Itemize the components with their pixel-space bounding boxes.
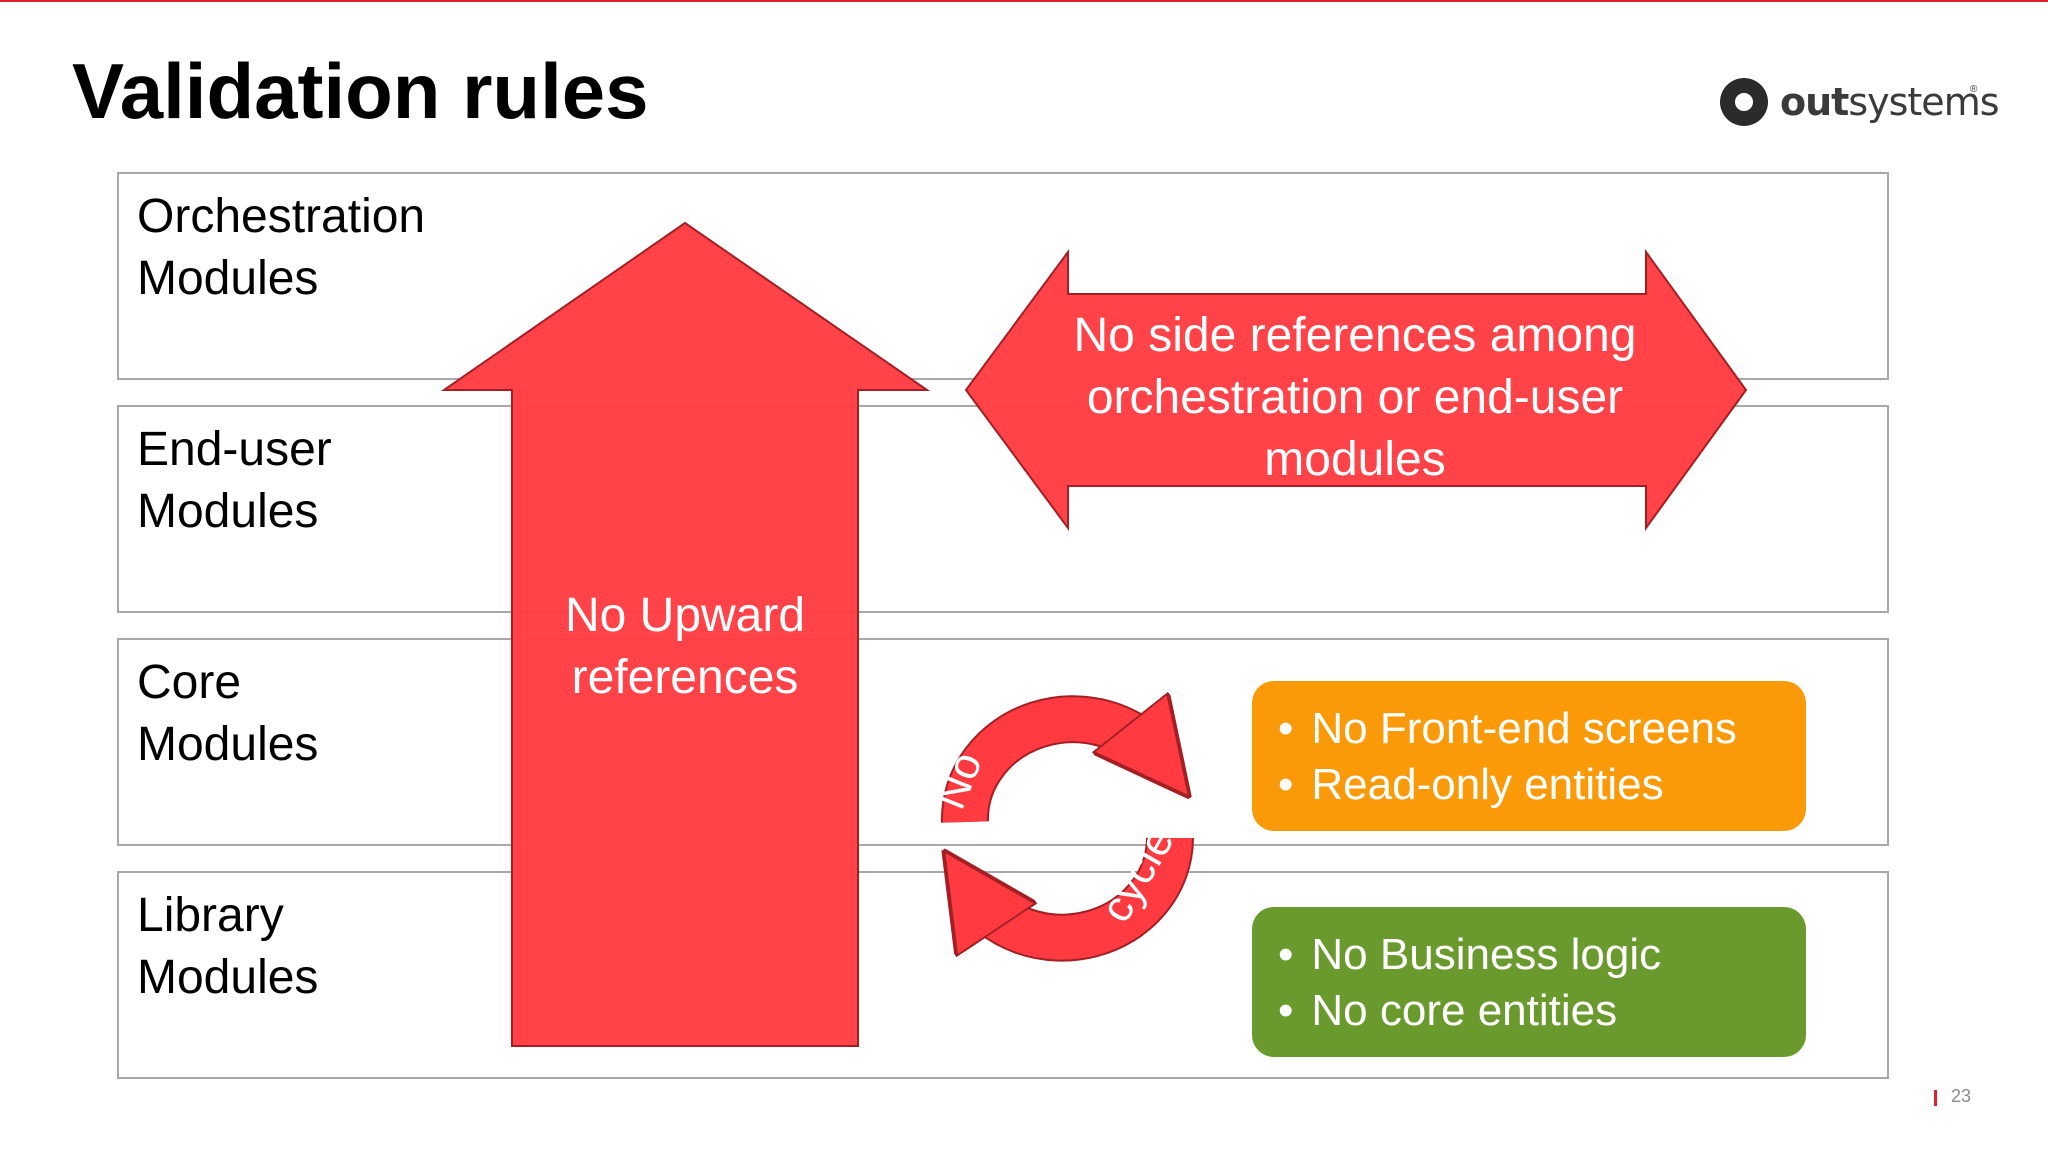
list-item: No core entities <box>1278 983 1806 1039</box>
logo-wordmark-bold: out <box>1780 80 1849 124</box>
layer-label: Library Modules <box>137 889 319 1004</box>
top-accent-rule <box>0 0 2048 2</box>
side-double-arrow-shape <box>964 248 1748 532</box>
library-rules-box: No Business logic No core entities <box>1252 907 1806 1057</box>
slide-title: Validation rules <box>72 47 649 135</box>
layer-label: Core Modules <box>137 656 319 771</box>
side-arrow-label: No side references among orchestration o… <box>1073 309 1637 486</box>
logo-wordmark-regular: systems <box>1848 80 1999 124</box>
list-item: No Front-end screens <box>1278 701 1806 757</box>
layer-label: End-user Modules <box>137 423 332 538</box>
layer-label: Orchestration Modules <box>137 190 426 305</box>
page-number: 23 <box>1933 1086 1971 1107</box>
page-number-text: 23 <box>1951 1086 1972 1106</box>
upward-arrow-shape <box>440 221 931 1047</box>
outsystems-logo: outsystems ® <box>1720 76 2000 128</box>
core-rules-list: No Front-end screens Read-only entities <box>1278 701 1806 813</box>
outsystems-logo-icon <box>1720 78 1768 126</box>
core-rules-box: No Front-end screens Read-only entities <box>1252 681 1806 831</box>
page-number-marker <box>1934 1090 1937 1106</box>
logo-wordmark: outsystems <box>1780 76 2000 128</box>
logo-registered-mark: ® <box>1970 84 1978 95</box>
no-cycle-icon: No cycle <box>925 719 1194 962</box>
library-rules-list: No Business logic No core entities <box>1278 927 1806 1039</box>
list-item: No Business logic <box>1278 927 1806 983</box>
list-item: Read-only entities <box>1278 757 1806 813</box>
upward-arrow-label: No Upward references <box>564 589 806 704</box>
